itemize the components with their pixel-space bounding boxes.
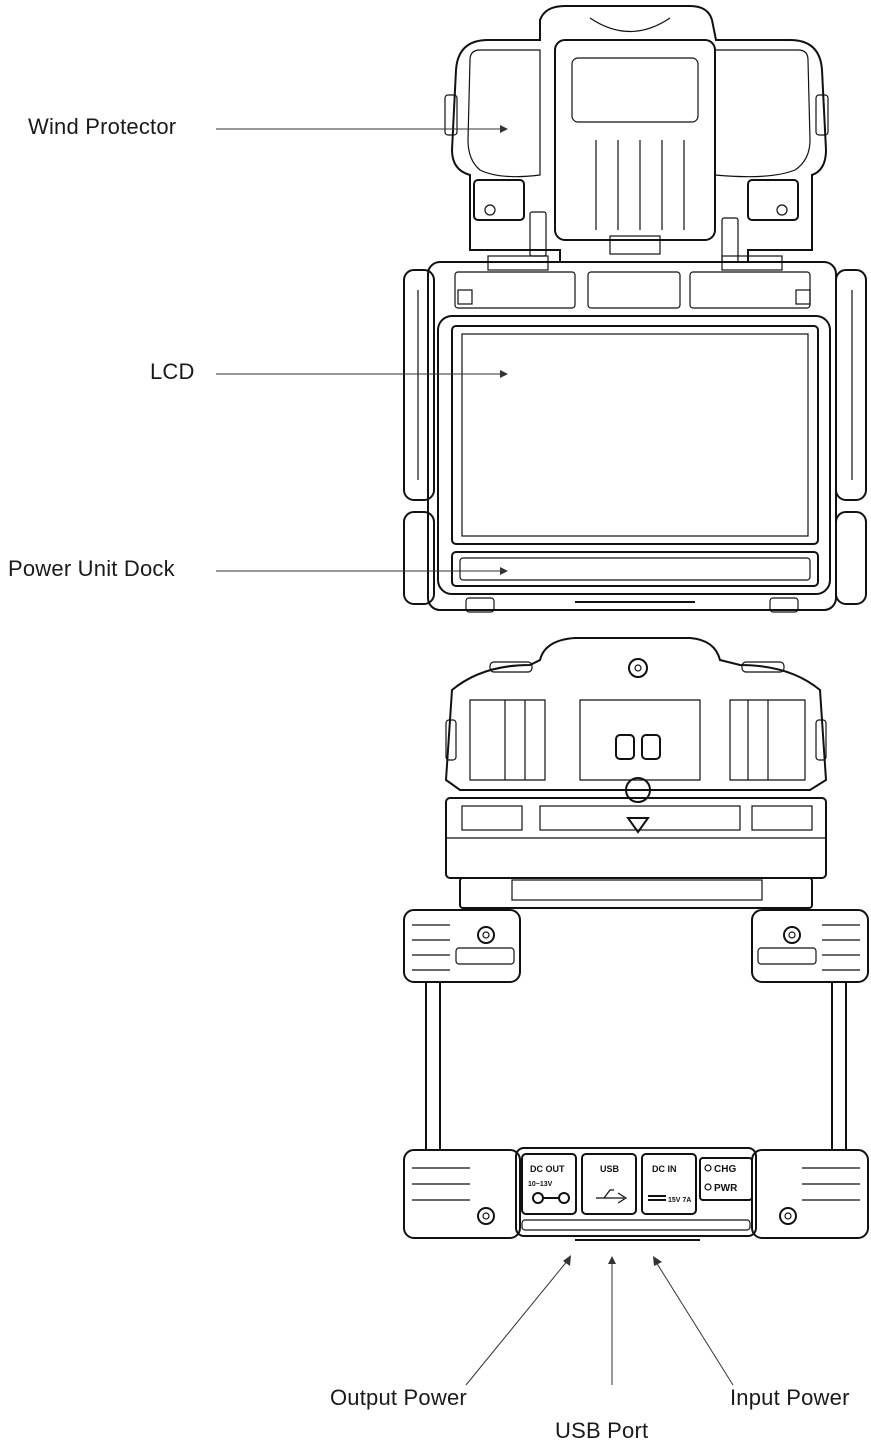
usb-port-label: USB Port [555,1418,649,1443]
pwr-label: PWR [714,1183,738,1194]
rear-upper-block [445,797,827,909]
dc-in-spec: 15V 7A [668,1197,691,1204]
front-view [403,5,867,613]
main-body [403,261,867,613]
input-power-label: Input Power [730,1385,850,1410]
rear-wind-protector [444,637,828,803]
leader-lines [216,125,734,1386]
chg-label: CHG [714,1164,736,1175]
output-power-leader [465,1259,569,1386]
lcd-label: LCD [150,359,195,384]
dc-out-label: DC OUT [530,1164,565,1174]
rear-view [403,637,869,1241]
wind-protector-label: Wind Protector [28,114,177,139]
input-power-leader [655,1261,734,1386]
port-panel [515,1147,757,1241]
wind-protector [444,5,829,271]
power-unit-dock-label: Power Unit Dock [8,556,175,581]
power-unit-dock [451,551,819,587]
panel-text: DC OUT 10~13V USB DC IN 15V 7A CHG PWR [528,1164,738,1204]
dc-out-spec: 10~13V [528,1181,553,1188]
rear-side-handles [403,909,869,1239]
lcd-screen [437,315,831,595]
dc-in-label: DC IN [652,1164,677,1174]
usb-label: USB [600,1164,620,1174]
output-power-label: Output Power [330,1385,467,1410]
